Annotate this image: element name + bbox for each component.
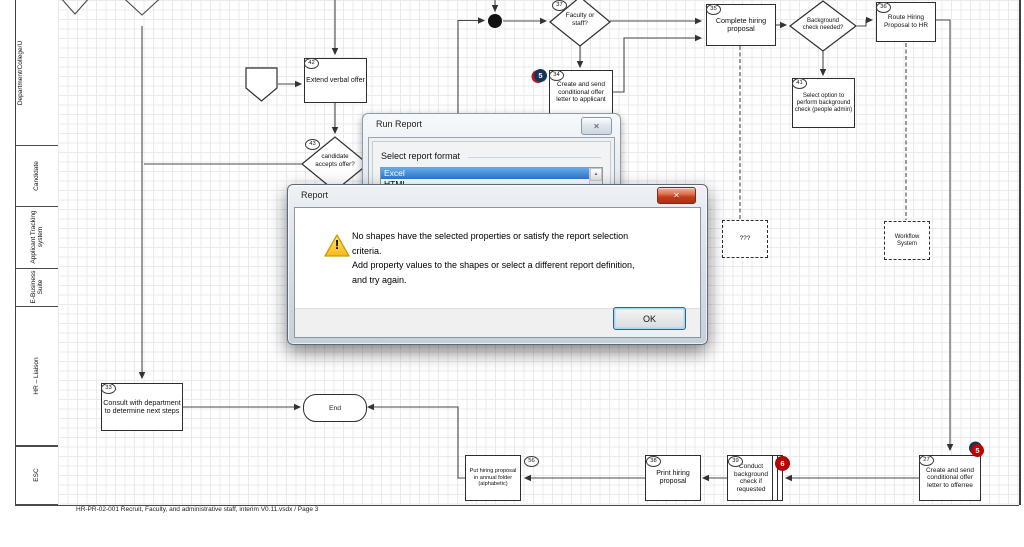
step-number: 42 — [304, 58, 319, 69]
flow-node-consult-department[interactable]: 33 Consult with department to determine … — [101, 383, 183, 431]
node-label: Complete hiring proposal — [715, 16, 767, 33]
step-number: 41 — [792, 78, 807, 89]
flow-node-end[interactable]: End — [303, 394, 367, 422]
node-label: End — [328, 404, 342, 412]
step-number: 33 — [101, 383, 116, 394]
step-number: 36 — [876, 2, 891, 13]
node-label: Workflow System — [894, 233, 920, 247]
flow-node-question-placeholder[interactable]: ??? — [722, 220, 768, 258]
node-label: Route Hiring Proposal to HR — [883, 14, 929, 29]
ok-button[interactable]: OK — [613, 307, 686, 330]
step-number: 27 — [919, 455, 934, 466]
run-report-dialog-title: Run Report — [376, 119, 423, 129]
section-divider — [468, 157, 601, 158]
flow-node-extend-verbal-offer[interactable]: 42 Extend verbal offer — [304, 58, 367, 103]
report-format-label: Select report format — [381, 151, 461, 161]
message-line: No shapes have the selected properties o… — [352, 231, 629, 241]
step-number: 56 — [524, 456, 539, 467]
step-number: 37 — [552, 0, 567, 11]
message-line: criteria. — [352, 245, 382, 256]
step-number: 35 — [706, 4, 721, 15]
node-label: Conduct background check if requested — [734, 463, 768, 493]
step-number: 34 — [549, 70, 564, 81]
flow-node-print-hiring-proposal[interactable]: 38 Print hiring proposal — [645, 455, 701, 501]
annotation-badge-5: 5 — [971, 444, 984, 457]
flow-node-select-background-check-option[interactable]: 41 Select option to perform background c… — [792, 78, 855, 128]
lane-header-column — [15, 0, 60, 505]
flow-node-route-hiring-proposal[interactable]: 36 Route Hiring Proposal to HR — [876, 2, 936, 42]
node-label: Create and send conditional offer letter… — [556, 81, 606, 104]
flow-node-conduct-background-check[interactable]: 39 Conduct background check if requested — [727, 455, 783, 501]
message-line: and try again. — [352, 274, 407, 285]
close-icon[interactable]: ✕ — [657, 187, 696, 204]
node-label: Select option to perform background chec… — [794, 92, 853, 113]
subprocess-line — [777, 456, 778, 500]
annotation-badge-6: 6 — [776, 457, 789, 470]
scroll-up-icon[interactable]: ▲ — [590, 168, 602, 181]
step-number: 38 — [646, 456, 661, 467]
list-option-excel[interactable]: Excel — [381, 168, 602, 179]
warning-exclamation: ! — [334, 237, 340, 252]
report-dialog-body: ! No shapes have the selected properties… — [294, 207, 701, 338]
flow-node-conditional-offer-offeree[interactable]: 27 Create and send conditional offer let… — [919, 455, 981, 501]
subprocess-line — [772, 456, 773, 500]
junction-dot — [488, 14, 502, 28]
close-glyph: ✕ — [593, 121, 600, 131]
flow-node-complete-hiring-proposal[interactable]: 35 Complete hiring proposal — [706, 4, 776, 46]
report-dialog-footer: OK — [295, 307, 700, 337]
report-dialog-title: Report — [301, 190, 329, 200]
flow-node-put-hiring-proposal[interactable]: Put hiring proposal in annual folder (al… — [465, 455, 521, 501]
node-label: Create and send conditional offer letter… — [925, 466, 975, 489]
node-label: ??? — [739, 235, 751, 242]
flow-node-workflow-system[interactable]: Workflow System — [884, 221, 930, 260]
close-icon[interactable]: ✕ — [581, 117, 612, 135]
warning-icon — [324, 234, 350, 257]
decision-candidate-accepts[interactable]: candidate accepts offer? — [315, 153, 355, 168]
step-number: 43 — [305, 139, 320, 150]
decision-background-check-needed[interactable]: Background check needed? — [802, 18, 844, 31]
step-number: 39 — [728, 456, 743, 467]
node-label: Extend verbal offer — [306, 76, 365, 84]
report-message: No shapes have the selected properties o… — [352, 229, 702, 287]
close-glyph: ✕ — [673, 191, 680, 200]
node-label: Consult with department to determine nex… — [103, 398, 181, 415]
node-label: Put hiring proposal in annual folder (al… — [469, 467, 517, 488]
message-line: Add property values to the shapes or sel… — [352, 260, 635, 270]
lane-divider — [15, 504, 1019, 506]
page-footer-text: HR-PR-02-001 Recruit, Faculty, and admin… — [76, 506, 319, 513]
annotation-badge-5: 5 — [534, 69, 547, 82]
page-right-border — [1019, 0, 1021, 505]
report-dialog: Report ✕ ! No shapes have the selected p… — [287, 184, 708, 345]
flow-node-conditional-offer-applicant[interactable]: 34 Create and send conditional offer let… — [549, 70, 613, 115]
node-label: Print hiring proposal — [656, 470, 690, 485]
decision-faculty-or-staff[interactable]: Faculty or staff? — [565, 12, 595, 27]
